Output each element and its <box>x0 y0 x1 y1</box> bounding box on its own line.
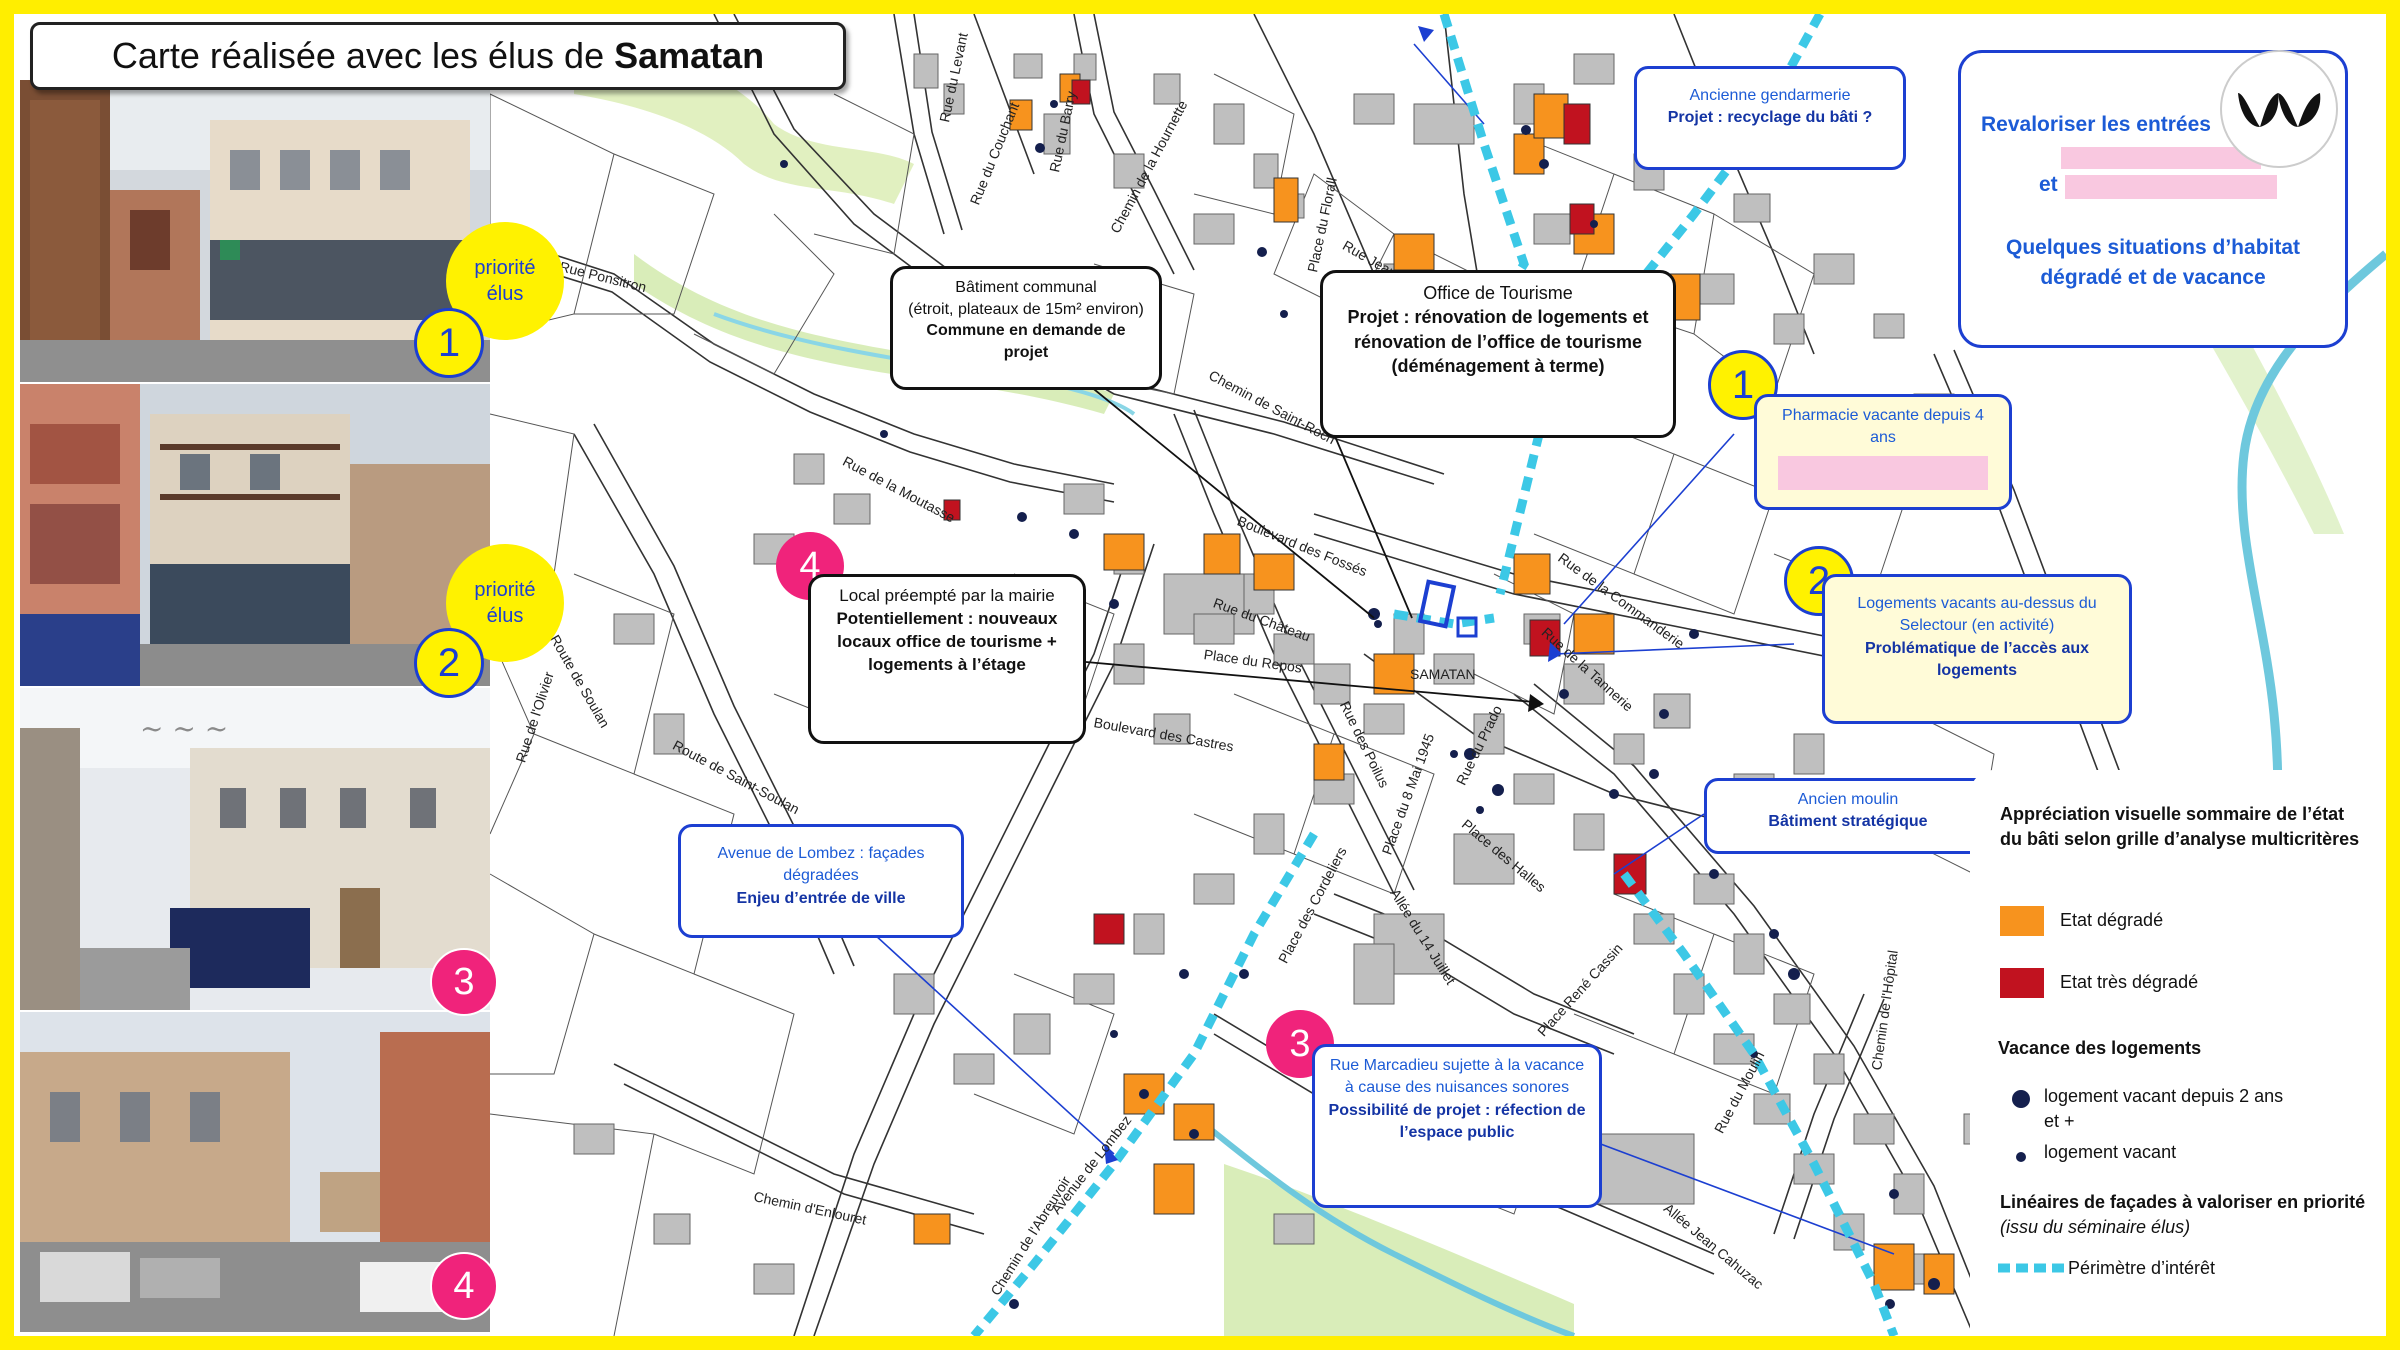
callout-selectour: Logements vacants au-dessus du Selectour… <box>1822 574 2132 724</box>
redacted-text <box>2061 147 2261 169</box>
legend-dot-small <box>2016 1152 2026 1162</box>
perimeter-east-north <box>1495 14 1824 596</box>
callout-local-preempte: Local préempté par la mairie Potentielle… <box>808 574 1086 744</box>
callout-gendarmerie: Ancienne gendarmerie Projet : recyclage … <box>1634 66 1906 170</box>
legend-dot-large <box>2012 1090 2030 1108</box>
priorite-text-l1: priorité <box>474 579 536 601</box>
redacted-text <box>1778 455 1988 490</box>
callout-line: (étroit, plateaux de 15m² environ) <box>908 300 1144 318</box>
legend-lineaires-title: Linéaires de façades à valoriser en prio… <box>2000 1190 2370 1240</box>
legend-label-perimetre: Périmètre d’intérêt <box>2068 1258 2216 1278</box>
callout-emphasis: Bâtiment stratégique <box>1768 813 1928 831</box>
callout-line: Rue Marcadieu sujette à la vacance à cau… <box>1329 1057 1585 1097</box>
label-samatan: SAMATAN <box>1410 666 1476 682</box>
title-prefix: Carte réalisée avec les élus de <box>111 35 605 76</box>
legend-lineaires-text: Linéaires de façades à valoriser en prio… <box>2000 1192 2366 1212</box>
legend: Appréciation visuelle sommaire de l’état… <box>1970 770 2386 1336</box>
legend-title: Appréciation visuelle sommaire de l’état… <box>2000 804 2360 850</box>
priorite-text-l1: priorité <box>474 257 536 279</box>
map-title: Carte réalisée avec les élus de Samatan <box>30 22 846 90</box>
callout-line: Pharmacie vacante depuis 4 ans <box>1782 407 1984 447</box>
photo-3-street: ~ ~ ~ <box>20 688 490 1010</box>
legend-swatch-tres-degrade <box>2000 968 2044 998</box>
photo-1-street <box>20 80 490 382</box>
redacted-text <box>2065 175 2277 199</box>
legend-label-tres-degrade: Etat très dégradé <box>2060 972 2199 992</box>
perimeter-south <box>970 831 1318 1336</box>
callout-line: Avenue de Lombez : façades dégradées <box>717 845 925 885</box>
callout-line: Ancien moulin <box>1797 791 1899 808</box>
callout-office-tourisme: Office de Tourisme Projet : rénovation d… <box>1320 270 1676 438</box>
photo-number-4: 4 <box>430 1252 498 1320</box>
legend-swatch-degrade <box>2000 906 2044 936</box>
legend-label-degrade: Etat dégradé <box>2060 910 2164 930</box>
callout-emphasis: Enjeu d’entrée de ville <box>736 889 906 907</box>
title-town: Samatan <box>614 35 765 76</box>
callout-emphasis: Possibilité de projet : réfection de l’e… <box>1328 1101 1586 1142</box>
callout-emphasis: Projet : rénovation de logements et réno… <box>1347 307 1649 376</box>
legend-label-vacant2: logement vacant depuis 2 ans et + <box>2044 1086 2284 1132</box>
photo-number-3: 3 <box>430 948 498 1016</box>
entrees-and: et <box>2039 173 2058 196</box>
legend-label-vacant: logement vacant <box>2044 1142 2177 1162</box>
callout-line: Bâtiment communal <box>955 279 1097 296</box>
callout-line: Local préempté par la mairie <box>839 586 1055 605</box>
callout-marcadieu: Rue Marcadieu sujette à la vacance à cau… <box>1312 1044 1602 1208</box>
brand-logo-icon <box>2238 93 2321 127</box>
callout-line: Logements vacants au-dessus du Selectour… <box>1857 595 2097 635</box>
photo-number-1: 1 <box>414 308 484 378</box>
callout-line: Ancienne gendarmerie <box>1689 87 1851 104</box>
callout-emphasis: Problématique de l’accès aux logements <box>1864 639 2090 680</box>
photo-2-street <box>20 384 490 686</box>
photo-number-2: 2 <box>414 628 484 698</box>
callout-pharmacie: Pharmacie vacante depuis 4 ans <box>1754 394 2012 510</box>
callout-lombez: Avenue de Lombez : façades dégradées Enj… <box>678 824 964 938</box>
map-canvas: Rue du Levant Rue du Barry Chemin de la … <box>14 14 2386 1336</box>
callout-emphasis: Commune en demande de projet <box>926 322 1126 361</box>
svg-text:~ ~ ~: ~ ~ ~ <box>140 712 228 745</box>
callout-emphasis: Projet : recyclage du bâti ? <box>1667 109 1873 127</box>
callout-line: Office de Tourisme <box>1423 283 1573 303</box>
callout-emphasis: Potentiellement : nouveaux locaux office… <box>836 608 1058 674</box>
brand-logo <box>2220 50 2338 168</box>
legend-lineaires-note: (issu du séminaire élus) <box>2000 1217 2191 1238</box>
priorite-text-l2: élus <box>486 283 524 305</box>
legend-vacance-title: Vacance des logements <box>1998 1038 2202 1058</box>
perimeter-east <box>1620 871 1899 1336</box>
south-stream <box>1202 1121 1576 1336</box>
entrees-title: Revaloriser les entrées <box>1981 113 2211 136</box>
priorite-text-l2: élus <box>486 605 524 627</box>
legend-perimeter-swatch <box>1998 1263 2064 1273</box>
callout-batiment-communal: Bâtiment communal (étroit, plateaux de 1… <box>890 266 1162 390</box>
entrees-subtitle: Quelques situations d’habitat dégradé et… <box>2005 236 2301 290</box>
photo-4-street <box>20 1012 490 1332</box>
callout-moulin: Ancien moulin Bâtiment stratégique <box>1704 778 1992 854</box>
